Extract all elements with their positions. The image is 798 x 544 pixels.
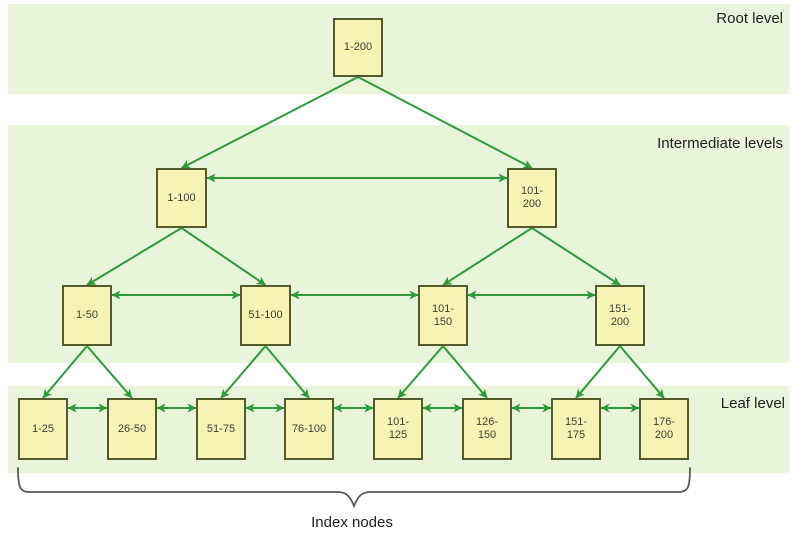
parent-child-arrow bbox=[575, 345, 621, 399]
parent-child-arrow bbox=[531, 227, 621, 286]
tree-node-101-125: 101- 125 bbox=[373, 398, 423, 460]
tree-node-176-200: 176- 200 bbox=[639, 398, 689, 460]
parent-child-arrow bbox=[442, 227, 533, 286]
parent-child-arrow bbox=[180, 227, 267, 286]
leaf-level-label: Leaf level bbox=[720, 395, 785, 412]
parent-child-arrow bbox=[220, 345, 267, 399]
parent-child-arrow bbox=[86, 345, 133, 399]
parent-child-arrow bbox=[357, 76, 533, 169]
tree-node-1-100: 1-100 bbox=[156, 168, 207, 228]
tree-node-101-200: 101- 200 bbox=[507, 168, 557, 228]
tree-node-76-100: 76-100 bbox=[284, 398, 334, 460]
tree-node-151-200: 151- 200 bbox=[595, 285, 645, 346]
tree-node-51-75: 51-75 bbox=[196, 398, 246, 460]
parent-child-arrow bbox=[397, 345, 444, 399]
parent-child-arrow bbox=[442, 345, 488, 399]
intermediate-levels-band bbox=[8, 125, 789, 363]
intermediate-levels-label: Intermediate levels bbox=[657, 135, 783, 152]
parent-child-arrow bbox=[619, 345, 665, 399]
index-nodes-label: Index nodes bbox=[311, 514, 393, 531]
parent-child-arrow bbox=[264, 345, 310, 399]
parent-child-arrow bbox=[181, 76, 359, 169]
tree-node-1-50: 1-50 bbox=[62, 285, 112, 346]
tree-edges bbox=[42, 76, 665, 413]
index-nodes-brace bbox=[17, 467, 691, 509]
parent-child-arrow bbox=[86, 227, 183, 286]
tree-node-1-200: 1-200 bbox=[333, 18, 383, 77]
tree-node-126-150: 126- 150 bbox=[462, 398, 512, 460]
tree-node-1-25: 1-25 bbox=[18, 398, 68, 460]
tree-node-51-100: 51-100 bbox=[240, 285, 291, 346]
tree-node-151-175: 151- 175 bbox=[551, 398, 601, 460]
root-level-band bbox=[8, 4, 789, 94]
root-level-label: Root level bbox=[716, 10, 783, 27]
parent-child-arrow bbox=[42, 345, 88, 399]
tree-node-101-150: 101- 150 bbox=[418, 285, 468, 346]
tree-node-26-50: 26-50 bbox=[107, 398, 157, 460]
